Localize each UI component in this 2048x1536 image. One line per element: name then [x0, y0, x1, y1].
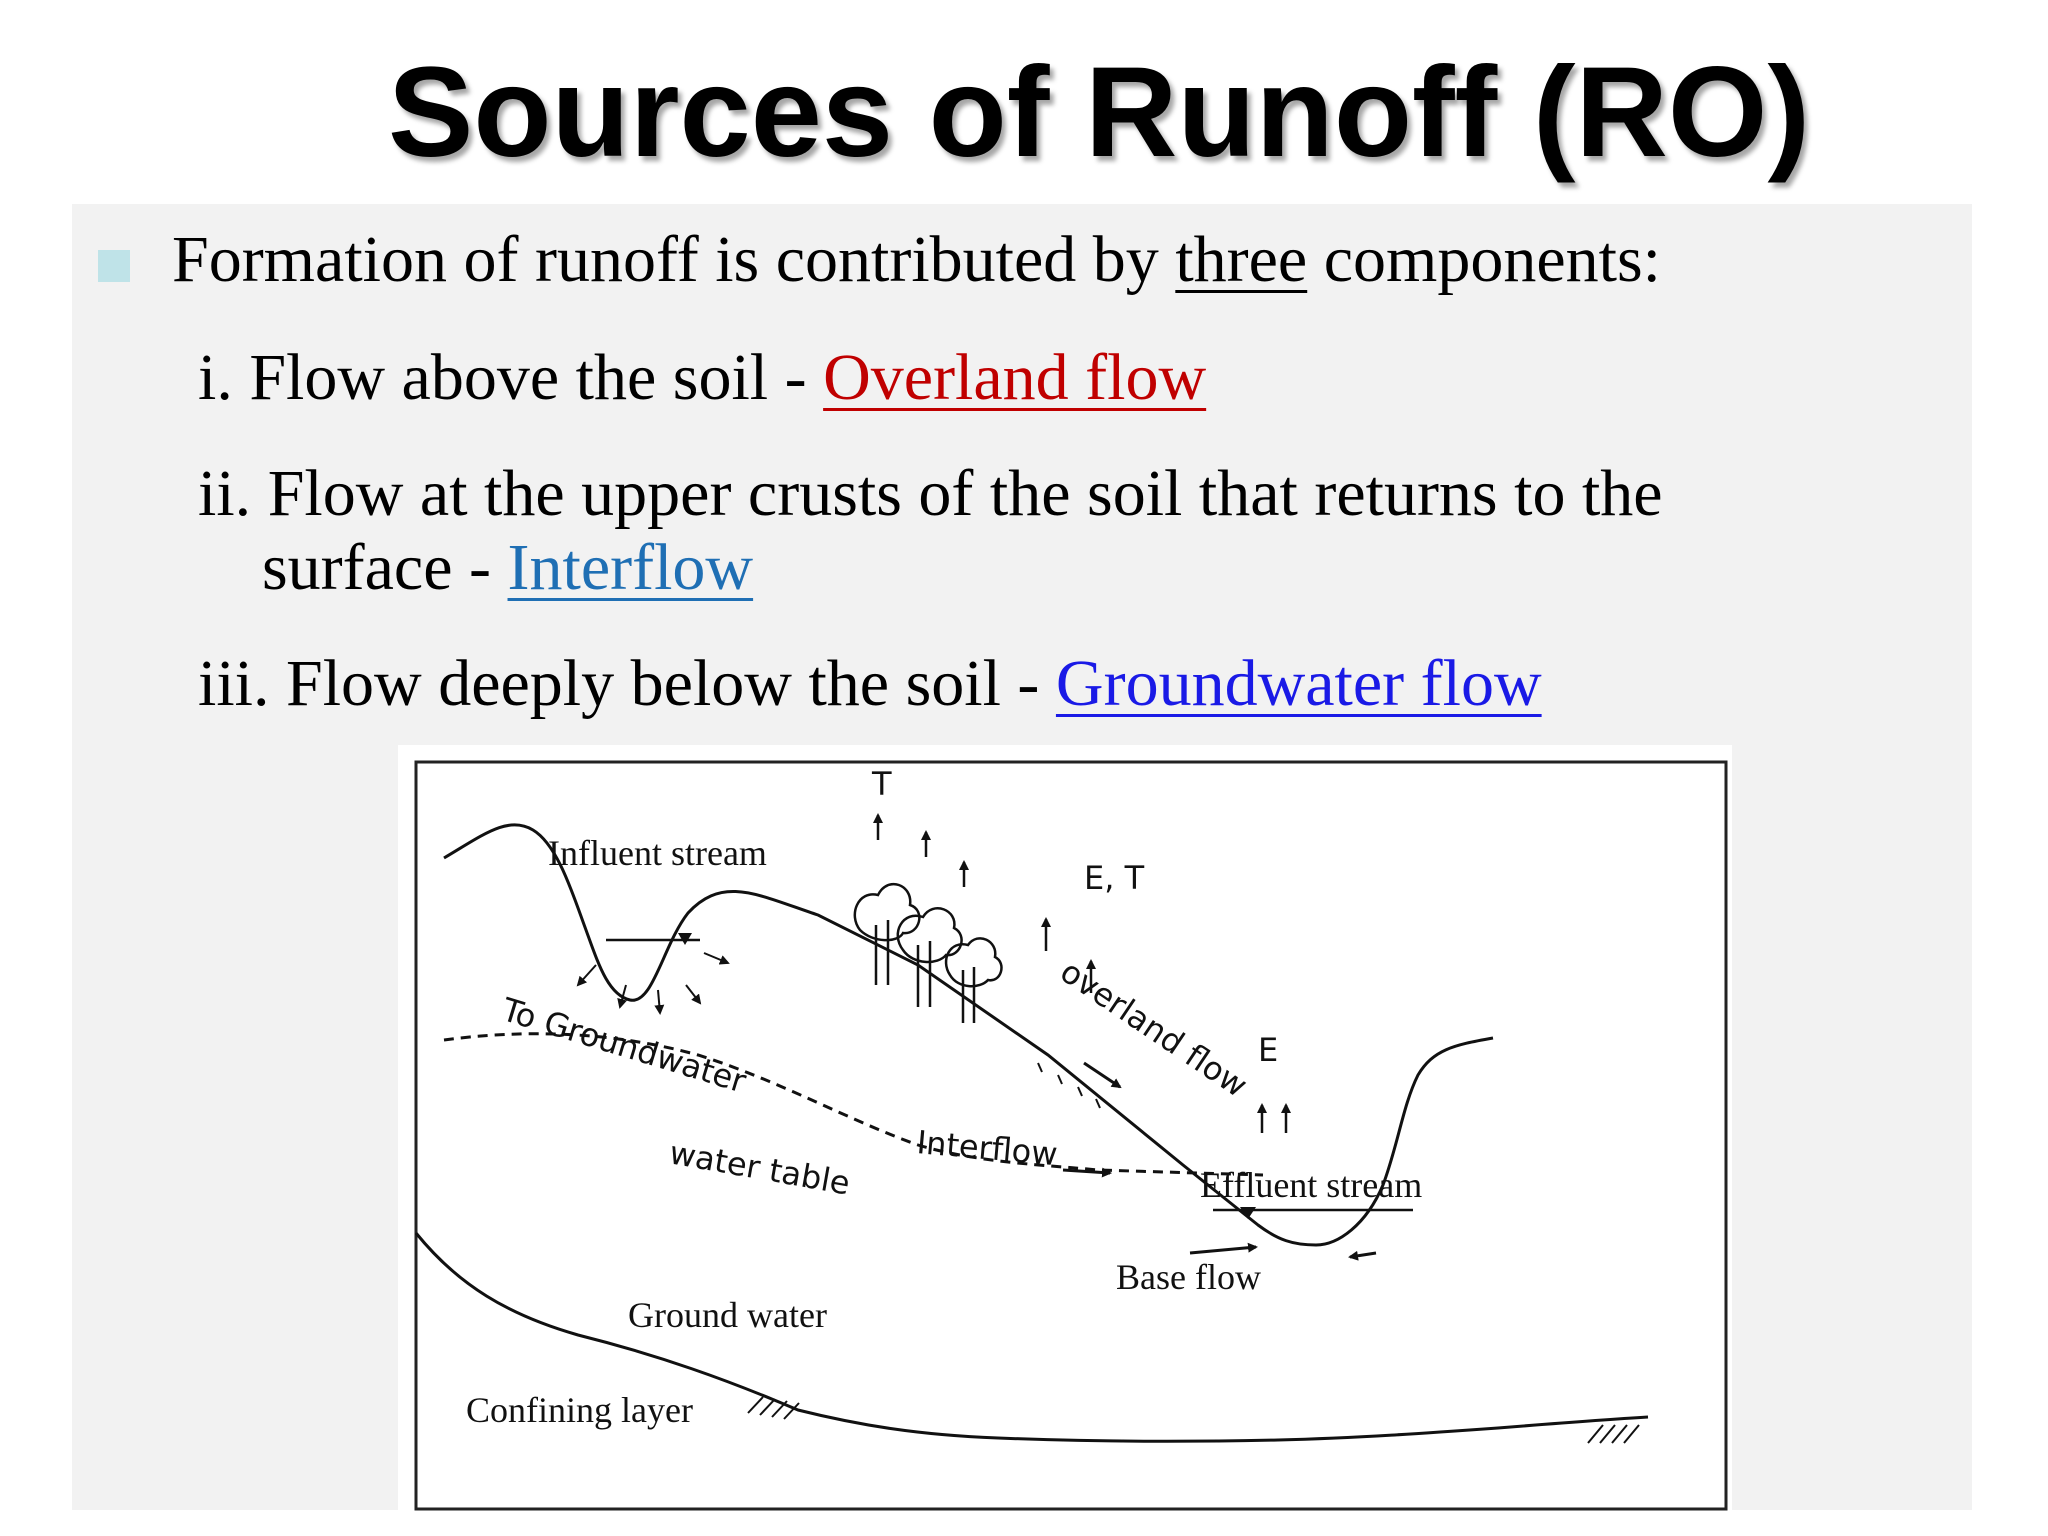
- label-water-table: water table: [667, 1133, 853, 1202]
- label-t: T: [871, 765, 892, 803]
- label-effluent-stream: Effluent stream: [1200, 1165, 1422, 1205]
- list-item-overland: i. Flow above the soil - Overland flow: [198, 340, 1206, 416]
- ground-surface: [443, 823, 1494, 1247]
- runoff-diagram-svg: T Influent stream E, T overland flow To …: [414, 760, 1728, 1511]
- seepage-arrow: [617, 984, 627, 1009]
- seepage-arrow: [703, 952, 730, 965]
- label-base-flow: Base flow: [1116, 1257, 1261, 1297]
- list-item-interflow-continuation: surface - Interflow: [262, 530, 753, 606]
- slide-title: Sources of Runoff (RO): [387, 41, 1811, 184]
- influent-water-mark: [678, 933, 692, 945]
- intro-suffix: components:: [1307, 223, 1662, 296]
- seepage-arrow: [576, 964, 597, 987]
- tree-icon: [944, 937, 1003, 1023]
- list-text: Flow above the soil -: [232, 341, 824, 414]
- list-marker: ii.: [198, 457, 252, 530]
- tree-icon: [896, 907, 963, 1007]
- list-item-interflow: ii. Flow at the upper crusts of the soil…: [198, 456, 1663, 532]
- seepage-arrow: [685, 984, 702, 1005]
- tree-icon: [853, 883, 921, 985]
- label-to-groundwater: To Groundwater: [497, 990, 752, 1101]
- confining-layer-hatch-right: [1587, 1424, 1640, 1444]
- list-text: surface -: [262, 531, 508, 604]
- label-confining-layer: Confining layer: [466, 1390, 693, 1430]
- list-marker: i.: [198, 341, 233, 414]
- intro-emphasis: three: [1175, 223, 1308, 296]
- seepage-arrow: [654, 989, 665, 1015]
- groundwater-flow-term: Groundwater flow: [1055, 647, 1542, 720]
- diagram-frame: [414, 760, 1728, 1511]
- groundwater-boundary: [414, 1232, 1649, 1443]
- label-interflow: Interflow: [915, 1123, 1059, 1173]
- runoff-diagram: T Influent stream E, T overland flow To …: [398, 745, 1732, 1515]
- list-text: Flow at the upper crusts of the soil tha…: [251, 457, 1663, 530]
- label-overland-flow: overland flow: [1054, 952, 1255, 1105]
- label-influent-stream: Influent stream: [548, 833, 767, 873]
- base-flow-arrow: [1189, 1242, 1258, 1255]
- confining-layer-hatch-left: [747, 1396, 800, 1420]
- intro-line: Formation of runoff is contributed by th…: [172, 222, 1661, 298]
- water-table-line: [443, 1032, 1264, 1177]
- effluent-water-mark: [1240, 1207, 1256, 1219]
- label-et: E, T: [1084, 859, 1145, 897]
- raindrop-marks: [1037, 1062, 1101, 1109]
- overland-flow-term: Overland flow: [823, 341, 1207, 414]
- intro-prefix: Formation of runoff is contributed by: [172, 223, 1176, 296]
- overland-flow-arrow: [1083, 1061, 1122, 1089]
- bullet-square-icon: [98, 250, 130, 282]
- interflow-term: Interflow: [507, 531, 754, 604]
- label-e: E: [1258, 1031, 1278, 1069]
- bank-inflow-arrow: [1348, 1250, 1377, 1261]
- list-text: Flow deeply below the soil -: [269, 647, 1056, 720]
- list-marker: iii.: [198, 647, 270, 720]
- list-item-groundwater: iii. Flow deeply below the soil - Ground…: [198, 646, 1542, 722]
- interflow-arrow: [1062, 1167, 1112, 1178]
- label-ground-water: Ground water: [628, 1295, 827, 1335]
